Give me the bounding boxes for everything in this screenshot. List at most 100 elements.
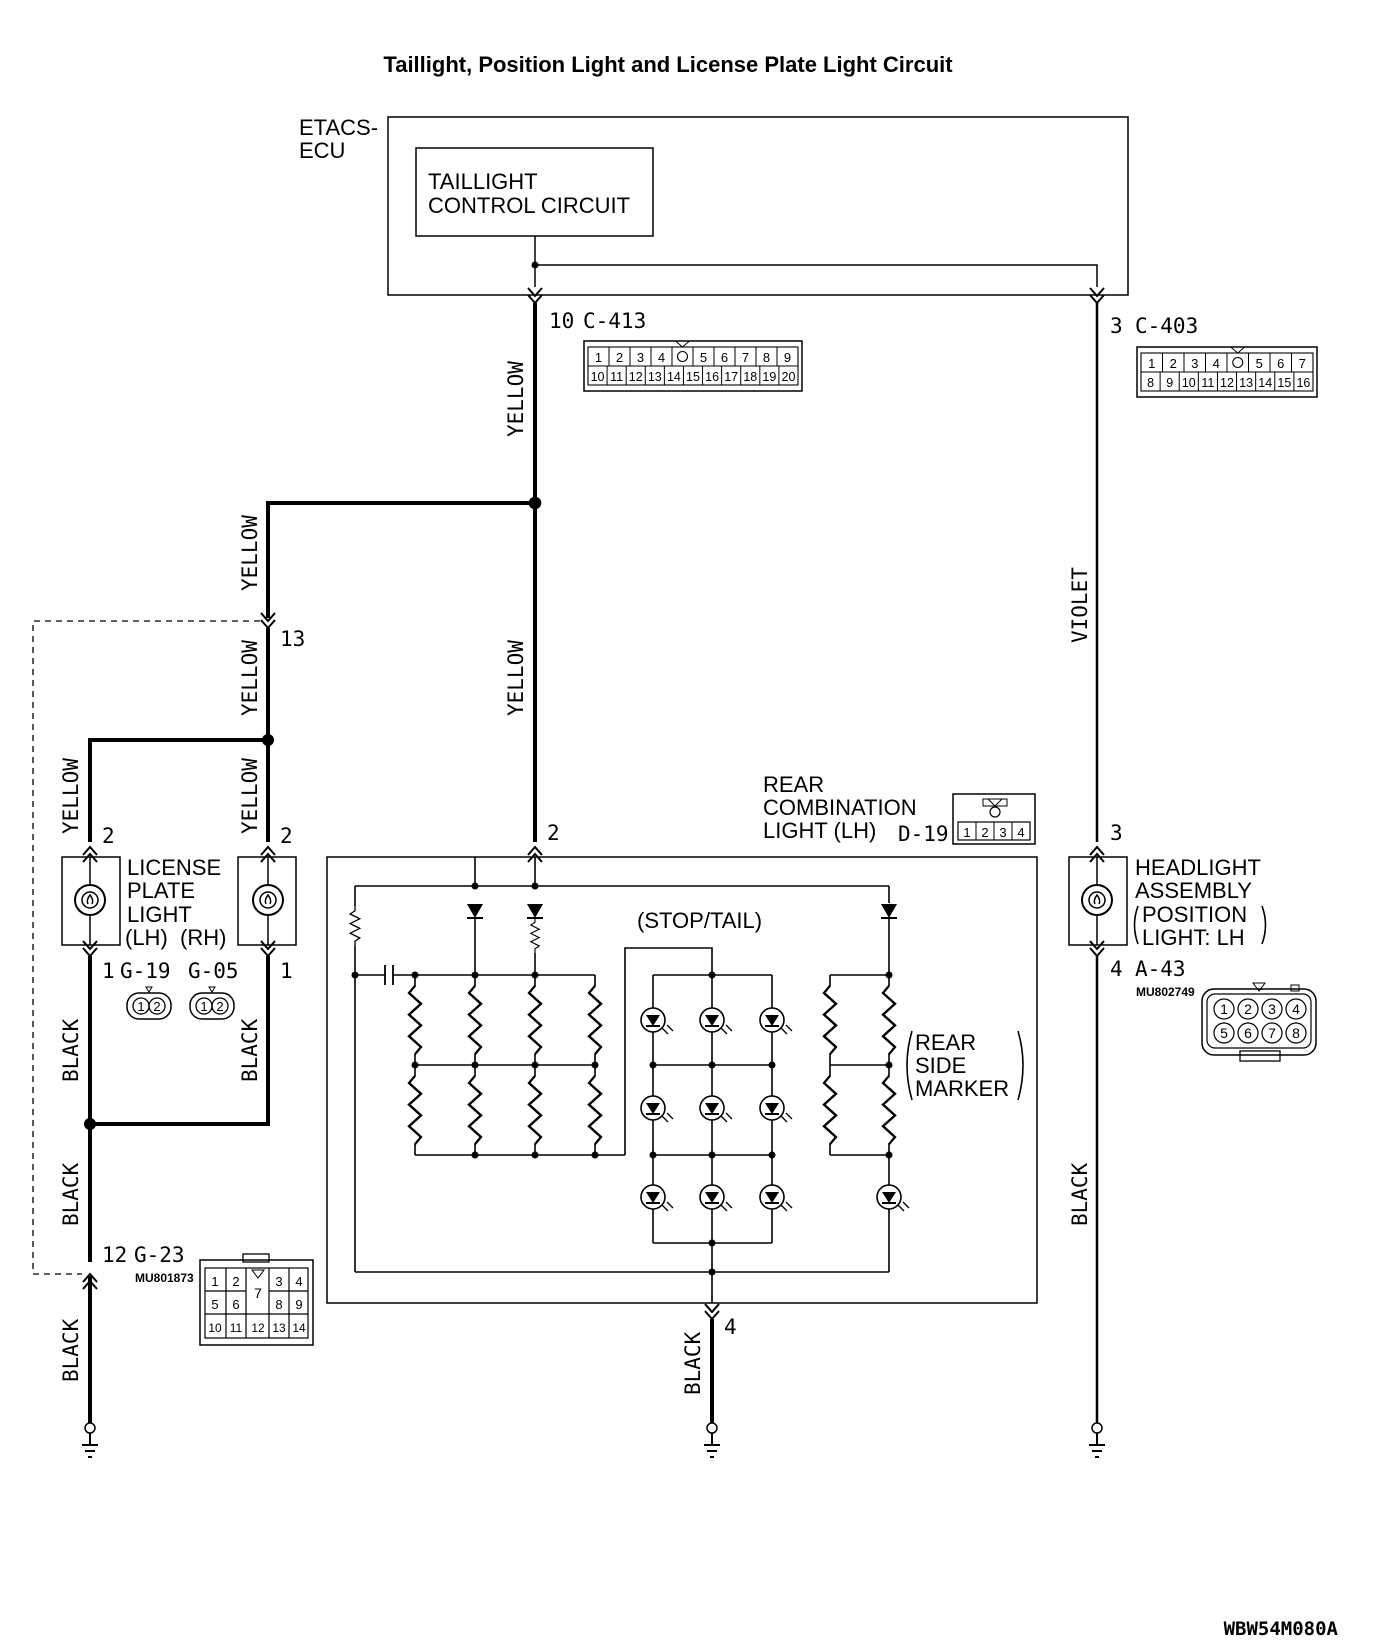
rcl-label-line2: COMBINATION <box>763 795 917 820</box>
wire-color-label: YELLOW <box>504 361 528 437</box>
control-circuit-line1: TAILLIGHT <box>428 169 538 194</box>
rcl-pin-bottom: 4 <box>724 1315 737 1339</box>
connector-pin-label: 4 <box>658 350 665 365</box>
c403-id: C-403 <box>1135 314 1198 338</box>
ground-icon <box>81 1432 99 1458</box>
headlight-assembly <box>1068 856 1267 946</box>
connector-pin-label: 4 <box>295 1274 302 1289</box>
license-ground-wire <box>81 956 270 1458</box>
connector-pin-label: 1 <box>1220 1001 1228 1017</box>
pin-label: 2 <box>216 999 223 1014</box>
etacs-ecu: ETACS- ECU TAILLIGHT CONTROL CIRCUIT <box>299 115 1129 296</box>
rcl-label-line3: LIGHT (LH) <box>763 818 876 843</box>
wire-color-label: VIOLET <box>1068 567 1092 643</box>
wire-color-label: BLACK <box>59 1162 83 1226</box>
connector-pin-label: 2 <box>1244 1001 1252 1017</box>
led-icon <box>640 1007 674 1035</box>
connector-pin-label: 6 <box>1277 356 1284 371</box>
led-icon <box>699 1007 733 1035</box>
connector-pin-label: 3 <box>637 350 644 365</box>
connector-pin-label: 16 <box>1296 376 1310 390</box>
ecu-name-line2: ECU <box>299 138 345 163</box>
headlight-label-line3: POSITION <box>1142 902 1247 927</box>
ecu-name-line1: ETACS- <box>299 115 378 140</box>
led-icon <box>759 1184 793 1212</box>
diode-icon <box>526 903 544 919</box>
connector-pin-label: 3 <box>1268 1001 1276 1017</box>
connector-pin-label: 2 <box>1170 356 1177 371</box>
g23-part: MU801873 <box>135 1271 194 1285</box>
stop-tail-label: (STOP/TAIL) <box>637 908 762 933</box>
connector-pin-label: 8 <box>1292 1025 1300 1041</box>
connector-pin-label: 4 <box>1292 1001 1300 1017</box>
rcl-label-line1: REAR <box>763 772 824 797</box>
connector-pin-label: 8 <box>275 1297 282 1312</box>
connector-pin-label: 8 <box>763 350 770 365</box>
g23-id: G-23 <box>134 1243 185 1267</box>
led-icon <box>640 1184 674 1212</box>
wire-color-label: BLACK <box>681 1331 705 1395</box>
connector-pin-label: 6 <box>232 1297 239 1312</box>
connector-pin-label: 4 <box>1017 825 1024 840</box>
a43-part: MU802749 <box>1136 985 1195 999</box>
lpl-lh: (LH) <box>125 925 168 950</box>
headlight-label-line4: LIGHT: LH <box>1142 925 1245 950</box>
headlight-ground-wire <box>1088 956 1106 1458</box>
connector-pin-label: 1 <box>963 825 970 840</box>
connector-pin-label: 8 <box>1147 376 1154 390</box>
connector-pin-label: 20 <box>782 370 796 384</box>
pin-label: 1 <box>200 999 207 1014</box>
led-icon <box>759 1007 793 1035</box>
connector-pin-label: 10 <box>591 370 605 384</box>
connector-pin-label: 12 <box>629 370 643 384</box>
c413-pin: 10 <box>549 309 574 333</box>
connector-pin-label: 5 <box>211 1297 218 1312</box>
connector-pin-label: 13 <box>648 370 662 384</box>
license-plate-light-rh <box>237 856 297 946</box>
wire-color-label: YELLOW <box>238 515 262 591</box>
connector-pin-label: 9 <box>784 350 791 365</box>
connector-pin-label: 2 <box>232 1274 239 1289</box>
connector-pin-label: 13 <box>1239 376 1253 390</box>
connector-pin-label: 2 <box>981 825 988 840</box>
connector-pin-label: 14 <box>667 370 681 384</box>
lpl-rh: (RH) <box>180 925 226 950</box>
lpl-pin-top-rh: 2 <box>280 824 293 848</box>
connector-pin-label: 7 <box>1268 1025 1276 1041</box>
connector-pin-label: 9 <box>1166 376 1173 390</box>
rcl-pin-top: 2 <box>547 821 560 845</box>
connector-pin-label: 1 <box>595 350 602 365</box>
bulb-icon <box>74 884 106 916</box>
g23-pin: 12 <box>102 1243 127 1267</box>
bulb-icon <box>252 884 284 916</box>
diode-icon <box>880 903 898 919</box>
connector-pin-label: 12 <box>1220 376 1234 390</box>
lpl-pin-top-lh: 2 <box>102 824 115 848</box>
side-marker-line1: REAR <box>915 1030 976 1055</box>
g05-pin: 1 <box>280 959 293 983</box>
connector-pin-label: 3 <box>275 1274 282 1289</box>
c403-pin: 3 <box>1110 314 1123 338</box>
diagram-title: Taillight, Position Light and License Pl… <box>383 52 953 77</box>
connector-pin-label: 14 <box>1258 376 1272 390</box>
connector-pin-label: 3 <box>1191 356 1198 371</box>
g19-id: G-19 <box>120 959 171 983</box>
led-icon <box>699 1184 733 1212</box>
wire-color-label: YELLOW <box>59 758 83 834</box>
connector-pin-label: 19 <box>762 370 776 384</box>
violet-wire <box>1089 287 1105 863</box>
wire-color-label: YELLOW <box>504 640 528 716</box>
led-icon <box>640 1095 674 1123</box>
g05-id: G-05 <box>188 959 239 983</box>
connector-pin-label: 11 <box>1201 376 1214 390</box>
connector-pin-label: 14 <box>292 1321 306 1335</box>
connector-pin-label: 6 <box>1244 1025 1252 1041</box>
lpl-label-line3: LIGHT <box>127 902 192 927</box>
g19-pin: 1 <box>102 959 115 983</box>
connector-pin-label: 15 <box>686 370 700 384</box>
c413-id: C-413 <box>583 309 646 333</box>
connector-g05-icon: 1 2 <box>189 986 235 1020</box>
